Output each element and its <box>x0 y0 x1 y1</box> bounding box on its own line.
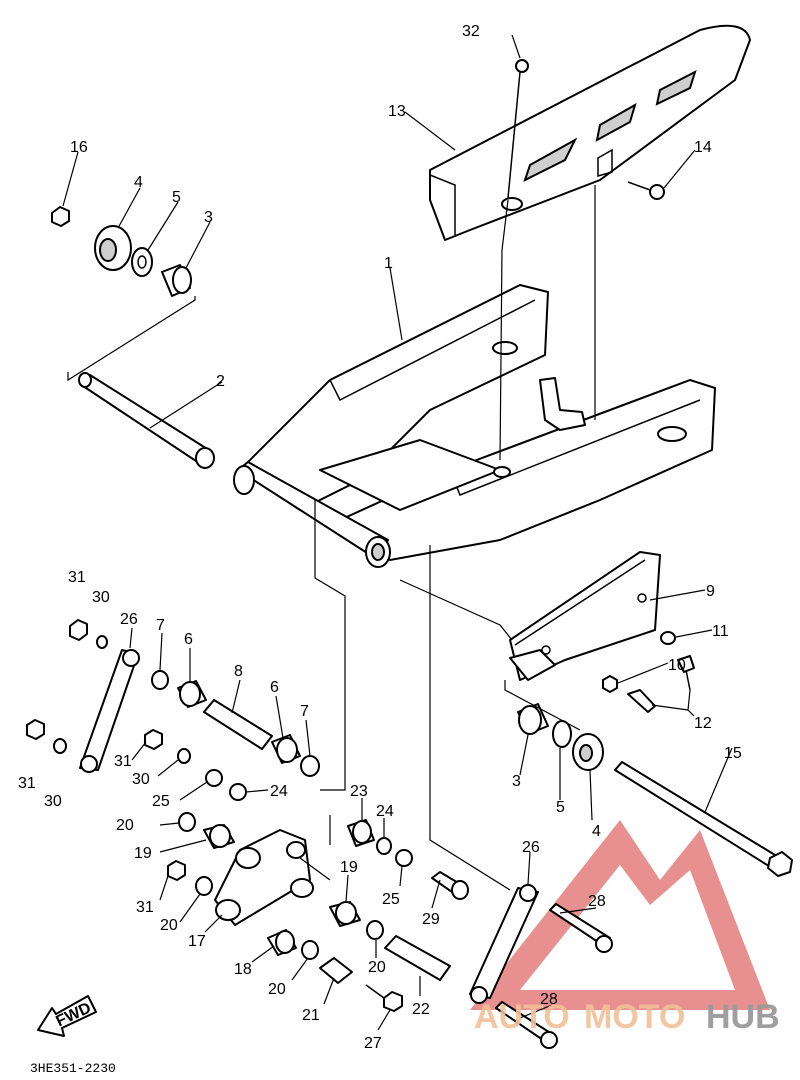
connecting-rod-26-right <box>469 884 539 1004</box>
callout-2: 2 <box>216 373 225 390</box>
callout-6-left: 6 <box>184 631 193 648</box>
callout-leaders <box>62 34 733 1031</box>
callout-24-b: 24 <box>376 803 394 820</box>
callout-21: 21 <box>302 1007 320 1024</box>
watermark-hub: HUB <box>706 998 780 1036</box>
callout-26-left: 26 <box>120 611 138 628</box>
callout-20-b: 20 <box>160 917 178 934</box>
callout-3-lower: 3 <box>512 773 521 790</box>
callout-27: 27 <box>364 1035 382 1052</box>
chain-slider-9 <box>509 551 661 681</box>
callout-9: 9 <box>706 583 715 600</box>
callout-25-b: 25 <box>382 891 400 908</box>
slider-hardware <box>602 631 695 713</box>
callout-28-upper: 28 <box>588 893 606 910</box>
relay-bushings-right <box>517 703 604 771</box>
callout-4-lower: 4 <box>592 823 601 840</box>
callout-31-a: 31 <box>68 569 86 586</box>
callout-8: 8 <box>234 663 243 680</box>
callout-1: 1 <box>384 255 393 272</box>
callout-18: 18 <box>234 961 252 978</box>
pivot-hardware-upper <box>51 206 192 297</box>
callout-11: 11 <box>712 623 729 640</box>
callout-19-b: 19 <box>340 859 358 876</box>
callout-3-upper: 3 <box>204 209 213 226</box>
callout-20-c: 20 <box>268 981 286 998</box>
callout-31-d: 31 <box>136 899 154 916</box>
callout-31-c: 31 <box>114 753 132 770</box>
callout-6-right: 6 <box>270 679 279 696</box>
catalog-code: 3HE351-2230 <box>30 1061 116 1076</box>
callout-24-a: 24 <box>270 783 288 800</box>
callout-20-a: 20 <box>116 817 134 834</box>
watermark-logo <box>470 820 770 1010</box>
callout-13: 13 <box>388 103 406 120</box>
callout-22: 22 <box>412 1001 430 1018</box>
callout-15: 15 <box>724 745 742 762</box>
callout-23: 23 <box>350 783 368 800</box>
callout-16: 16 <box>70 139 88 156</box>
watermark-triangle-icon <box>470 820 770 1010</box>
callout-31-b: 31 <box>18 775 36 792</box>
callout-25-a: 25 <box>152 793 170 810</box>
callout-7-left: 7 <box>156 617 165 634</box>
callout-20-d: 20 <box>368 959 386 976</box>
callout-29: 29 <box>422 911 440 928</box>
callout-labels: 32 13 14 16 4 5 3 1 2 9 11 10 12 15 3 5 … <box>18 23 742 1052</box>
callout-4-upper: 4 <box>134 174 143 191</box>
small-parts-lower <box>26 619 613 1049</box>
bolt-14 <box>627 181 665 200</box>
fwd-direction-arrow: FWD <box>37 995 97 1037</box>
assembly-guide-lines <box>67 185 596 891</box>
bolt-32 <box>507 59 529 199</box>
callout-5-upper: 5 <box>172 189 181 206</box>
callout-19-a: 19 <box>134 845 152 862</box>
pivot-shaft-2 <box>78 372 215 469</box>
long-bolt-15 <box>614 761 793 877</box>
watermark-auto: AUTO <box>474 998 570 1036</box>
watermark-moto: MOTO <box>584 998 685 1036</box>
callout-26-right: 26 <box>522 839 540 856</box>
callout-30-b: 30 <box>44 793 62 810</box>
chain-guard-13 <box>429 24 751 241</box>
callout-10: 10 <box>668 657 686 674</box>
connecting-rod-26-left <box>79 649 140 773</box>
watermark-text: AUTO MOTO HUB <box>474 998 780 1036</box>
callout-28-lower: 28 <box>540 991 558 1008</box>
callout-30-c: 30 <box>132 771 150 788</box>
swingarm-1 <box>233 284 716 568</box>
callout-7-right: 7 <box>300 703 309 720</box>
callout-12: 12 <box>694 715 712 732</box>
callout-30-a: 30 <box>92 589 110 606</box>
callout-5-lower: 5 <box>556 799 565 816</box>
callout-32: 32 <box>462 23 480 40</box>
callout-17: 17 <box>188 933 206 950</box>
callout-14: 14 <box>694 139 712 156</box>
